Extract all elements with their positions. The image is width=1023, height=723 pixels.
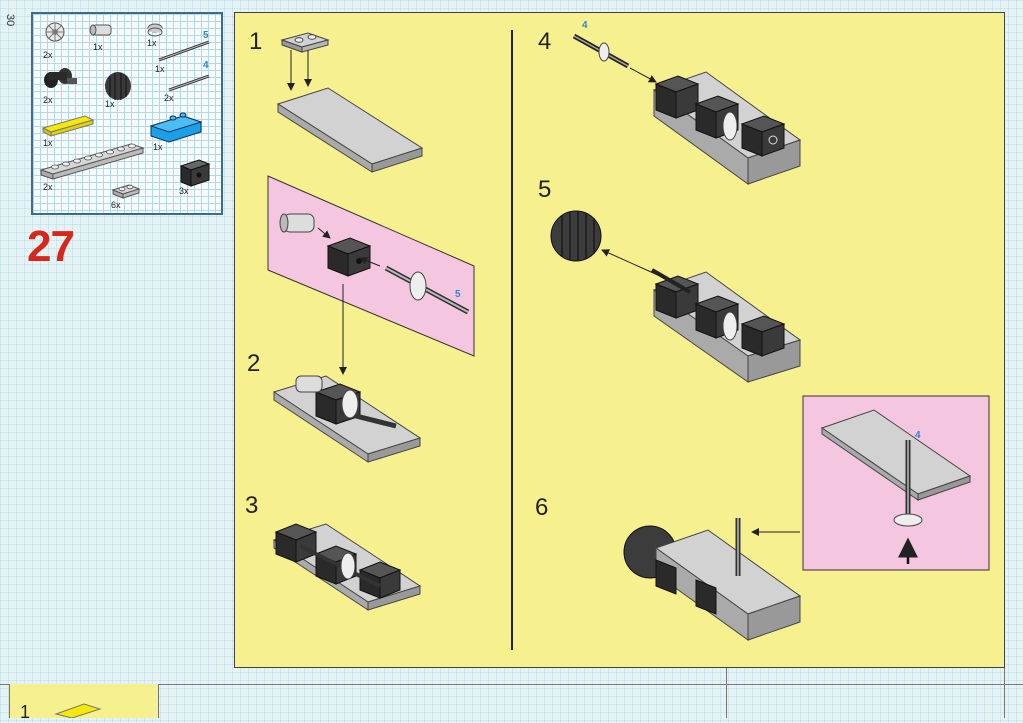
qty-plate-1x2: 6x — [111, 200, 121, 210]
step3-illustration — [272, 523, 422, 611]
part-yellow-tile — [41, 115, 95, 137]
part-blue-slope — [149, 112, 203, 143]
panel-divider — [511, 30, 513, 650]
parts-list-box: 2x 1x 1x 1x 5 2x 1x 2x 4 1x 1x 2x 3x 6x — [31, 12, 223, 215]
step-label-3: 3 — [245, 492, 259, 519]
build-step-number: 27 — [27, 222, 75, 271]
part-gear-wheel — [45, 22, 65, 42]
parts-illustrations — [39, 22, 211, 199]
step1-illustration — [276, 32, 424, 173]
part-axle-5 — [158, 40, 210, 62]
part-tire — [105, 72, 131, 100]
step5-illustration — [550, 210, 802, 383]
step-label-1: 1 — [249, 28, 263, 55]
part-bush — [89, 24, 112, 36]
part-plate-1x2 — [111, 184, 141, 199]
qty-round-plate: 1x — [147, 38, 157, 48]
step-label-4: 4 — [538, 28, 552, 55]
qty-bush: 1x — [93, 42, 103, 52]
step6-callout — [802, 395, 990, 571]
step6-axle-length: 4 — [915, 430, 921, 441]
step-label-6: 6 — [535, 494, 549, 521]
qty-gear-wheel: 2x — [43, 50, 53, 60]
part-round-plate — [147, 23, 163, 37]
bottom-divider — [726, 668, 727, 718]
part-plate-1x8 — [39, 143, 145, 180]
qty-axle-5: 1x — [155, 64, 165, 74]
qty-plate-1x8: 2x — [43, 182, 53, 192]
length-axle-4: 4 — [203, 60, 209, 71]
part-technic-brick — [179, 159, 211, 187]
qty-blue-slope: 1x — [153, 142, 163, 152]
step4-illustration — [572, 33, 802, 185]
qty-technic-brick: 3x — [179, 186, 189, 196]
qty-yellow-tile: 1x — [43, 138, 53, 148]
part-wheel-black — [44, 68, 77, 88]
next-step-number: 1 — [20, 702, 31, 722]
qty-tire: 1x — [105, 99, 115, 109]
step2-axle-length: 5 — [455, 289, 461, 300]
length-axle-5: 5 — [203, 30, 209, 41]
step2-callout — [267, 175, 475, 357]
step-label-5: 5 — [538, 176, 552, 203]
step6-illustration — [623, 518, 802, 641]
step2-illustration — [272, 375, 422, 463]
step-label-2: 2 — [247, 350, 261, 377]
bottom-rule — [0, 684, 1023, 685]
qty-wheel-black: 2x — [43, 95, 53, 105]
qty-axle-4: 2x — [164, 93, 174, 103]
next-step-yellow-part — [54, 703, 102, 718]
bottom-divider-right — [1004, 668, 1005, 718]
part-axle-4 — [168, 74, 210, 92]
step4-axle-length: 4 — [582, 20, 588, 31]
